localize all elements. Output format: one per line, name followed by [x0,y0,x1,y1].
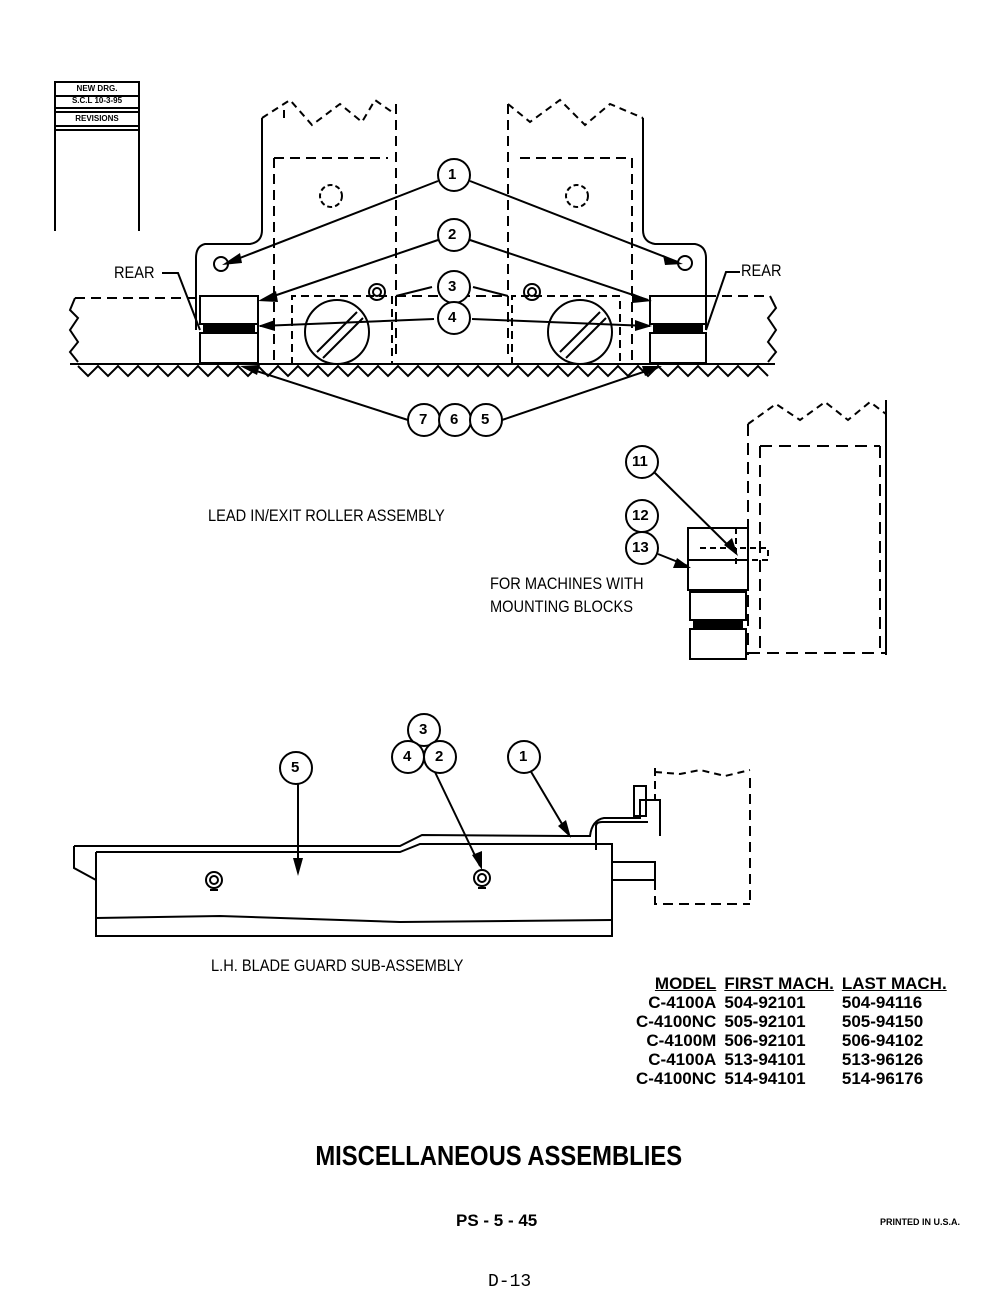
last-mach-cell: 504-94116 [841,993,923,1012]
guard-callout-4: 4 [403,748,412,765]
first-mach-cell: 504-92101 [724,993,806,1012]
model-cell: C-4100A [648,1050,717,1069]
mounting-caption-line2: MOUNTING BLOCKS [490,597,633,616]
page-title-text: MISCELLANEOUS ASSEMBLIES [315,1140,682,1171]
blade-guard-caption: L.H. BLADE GUARD SUB-ASSEMBLY [211,956,464,975]
revision-line-2: S.C.L 10-3-95 [56,95,138,109]
table-row: C-4100A 513-94101 513-96126 [632,1050,951,1069]
guard-callout-2: 2 [435,748,444,765]
blade-top-edge [75,295,770,299]
guard-callout-5: 5 [291,759,300,776]
table-row: C-4100NC 505-92101 505-94150 [632,1012,951,1031]
roller-assembly-caption: LEAD IN/EXIT ROLLER ASSEMBLY [208,506,445,525]
guard-callout-1: 1 [519,748,528,765]
roller-right-lower [649,332,707,364]
table-row: C-4100NC 514-94101 514-96176 [632,1069,951,1088]
guard-callout-3: 3 [419,721,428,738]
last-mach-cell: 513-96126 [841,1050,924,1069]
page-number: PS - 5 - 45 [456,1211,538,1230]
first-mach-cell: 514-94101 [724,1069,806,1088]
hidden-hole-left [319,184,343,208]
roller-left-lower [199,332,259,364]
revision-box: NEW DRG. S.C.L 10-3-95 REVISIONS [54,81,140,231]
callout-11: 11 [632,453,648,470]
last-mach-cell: 505-94150 [841,1012,924,1031]
guard-body [95,850,613,937]
last-mach-cell: 514-96176 [841,1069,924,1088]
left-bracket-break [261,98,393,127]
model-table: MODEL FIRST MACH. LAST MACH. C-4100A 504… [632,974,951,1088]
revision-line-1: NEW DRG. [56,81,138,97]
rear-label-right: REAR [741,261,782,280]
callout-13: 13 [632,539,649,556]
header-last-mach: LAST MACH. [841,974,947,993]
model-cell: C-4100M [646,1031,717,1050]
lead-in-exit-roller-assembly [68,98,778,437]
callout-5: 5 [481,411,490,428]
mount-roller-lower [689,628,747,660]
mount-roller-upper [689,591,747,621]
right-bracket-outline [642,118,707,330]
guard-screw-left [205,871,223,889]
header-first-mach: FIRST MACH. [724,974,834,993]
revision-label: REVISIONS [56,113,138,127]
model-cell: C-4100NC [636,1012,717,1031]
guard-screw-right [473,869,491,887]
table-row: C-4100M 506-92101 506-94102 [632,1031,951,1050]
callout-4: 4 [448,309,457,326]
table-header-row: MODEL FIRST MACH. LAST MACH. [632,974,951,993]
callout-3: 3 [448,278,457,295]
revision-divider [56,109,138,113]
callout-1: 1 [448,166,457,183]
callout-12: 12 [632,507,649,524]
rear-label-left: REAR [114,263,155,282]
callout-6: 6 [450,411,459,428]
right-bracket-break [507,98,644,127]
page-title: MISCELLANEOUS ASSEMBLIES [0,1140,997,1172]
blade-left-break [68,297,80,363]
document-number: D-13 [488,1272,532,1292]
table-row: C-4100A 504-92101 504-94116 [632,993,951,1012]
last-mach-cell: 506-94102 [841,1031,924,1050]
roller-right-upper [649,295,707,325]
model-cell: C-4100A [648,993,717,1012]
left-bracket-outline [195,118,263,330]
printed-in-usa: PRINTED IN U.S.A. [880,1217,961,1227]
model-cell: C-4100NC [636,1069,717,1088]
callout-7: 7 [419,411,428,428]
callout-2: 2 [448,226,457,243]
first-mach-cell: 513-94101 [724,1050,806,1069]
first-mach-cell: 506-92101 [724,1031,806,1050]
revision-divider-2 [56,127,138,131]
blade-teeth [77,364,769,378]
small-bolt-left [368,283,386,301]
mounting-block-diagram [625,400,887,660]
mounting-caption-line1: FOR MACHINES WITH [490,574,644,593]
roller-left-upper [199,295,259,325]
header-model: MODEL [654,974,717,993]
blade-guard-diagram [73,713,751,937]
first-mach-cell: 505-92101 [724,1012,806,1031]
